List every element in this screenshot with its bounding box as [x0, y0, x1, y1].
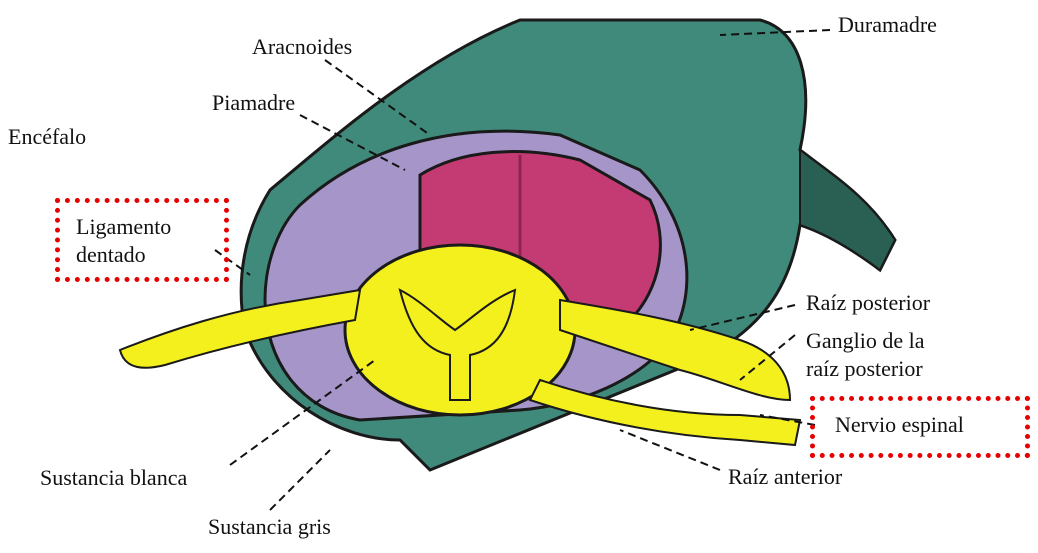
- label-sustancia-blanca: Sustancia blanca: [40, 465, 187, 491]
- label-piamadre: Piamadre: [212, 90, 295, 116]
- label-ganglio-line2: raíz posterior: [806, 356, 923, 382]
- label-raiz-posterior: Raíz posterior: [806, 290, 930, 316]
- label-ligamento-line1: Ligamento: [76, 214, 171, 240]
- dura-mater-side: [800, 150, 895, 270]
- highlight-ligamento: [55, 198, 229, 282]
- label-duramadre: Duramadre: [838, 12, 937, 38]
- label-nervio-espinal: Nervio espinal: [835, 412, 964, 438]
- label-ganglio-line1: Ganglio de la: [806, 328, 925, 354]
- label-ligamento-line2: dentado: [76, 242, 146, 268]
- label-raiz-anterior: Raíz anterior: [728, 464, 842, 490]
- label-aracnoides: Aracnoides: [252, 34, 352, 60]
- label-encefalo: Encéfalo: [8, 124, 86, 150]
- label-sustancia-gris: Sustancia gris: [208, 514, 331, 540]
